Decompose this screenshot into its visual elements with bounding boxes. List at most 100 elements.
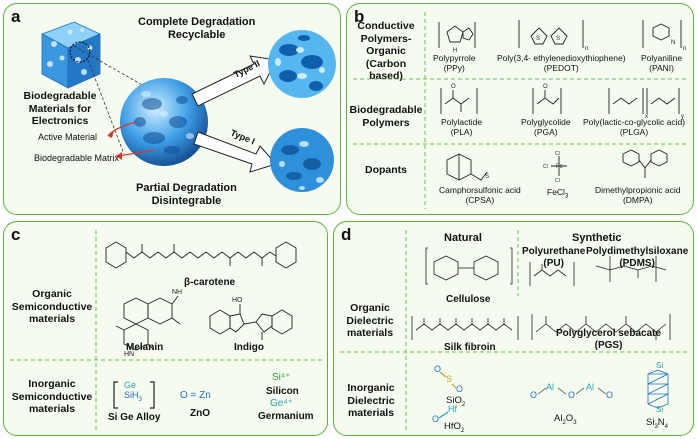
svg-text:HO: HO — [232, 297, 243, 304]
biodegradable-materials-title: Biodegradable Materials for Electronics — [23, 90, 97, 128]
svg-text:O: O — [543, 84, 548, 90]
degradation-illustration — [41, 21, 336, 192]
conductive-polymer-structures: H S S n N n — [438, 20, 686, 54]
dopants-header: Dopants — [365, 164, 407, 176]
indigo-structure-icon: HO — [209, 297, 293, 340]
panel-c: c Organic Semiconductive materials Inorg… — [3, 221, 328, 436]
inorganic-semiconductive-header: Inorganic Semiconductive materials — [11, 378, 93, 416]
svg-text:y: y — [681, 114, 684, 120]
polyurethane-name: Polyurethane(PU) — [522, 246, 586, 269]
panel-d-grid — [340, 230, 690, 430]
partial-degradation-sphere-icon — [270, 128, 334, 192]
svg-text:Si: Si — [656, 405, 663, 414]
svg-text:NH: NH — [172, 289, 182, 296]
svg-text:O: O — [451, 84, 456, 90]
svg-text:Fe: Fe — [556, 164, 564, 170]
plga-name: Poly(lactic-co-glycolic acid)(PLGA) — [583, 117, 686, 137]
svg-text:S: S — [556, 36, 560, 42]
dmpa-structure-icon — [622, 149, 668, 178]
pgs-structure-icon — [531, 314, 671, 340]
pla-structure-icon: O — [440, 84, 478, 114]
pdms-name: Polydimethylsiloxane(PDMS) — [586, 246, 689, 269]
organic-semiconductor-structures: NH HN HO — [105, 241, 297, 358]
pani-structure-icon: N n — [642, 20, 686, 52]
cpsa-structure-icon: S — [446, 153, 489, 181]
panel-b: b Conductive Polymers- Organic (Carbon b… — [346, 3, 694, 215]
panel-b-grid — [353, 12, 689, 209]
zno-formula: O = Zn — [180, 390, 211, 401]
svg-text:Si: Si — [656, 361, 663, 370]
svg-text:O: O — [434, 364, 441, 374]
svg-text:S: S — [446, 374, 452, 384]
organic-dielectric-header: Organic Dielectric materials — [346, 302, 394, 340]
pdms-structure-icon — [595, 256, 667, 282]
sio2-structure-icon: O S O — [434, 364, 463, 394]
svg-text:Cl: Cl — [555, 151, 560, 157]
svg-text:O: O — [606, 390, 613, 400]
panel-a: a — [3, 3, 341, 215]
silk-fibroin-structure-icon — [411, 316, 519, 340]
polyurethane-structure-icon — [529, 262, 575, 286]
panel-a-label: a — [11, 7, 21, 26]
svg-text:Cl: Cl — [543, 164, 548, 170]
ppy-structure-icon: H — [438, 22, 476, 54]
svg-text:S: S — [485, 174, 489, 180]
svg-text:HN: HN — [124, 351, 134, 358]
material-cube-icon — [41, 21, 101, 89]
ppy-name: Polypyrrole(PPy) — [433, 53, 476, 73]
dmpa-name: Dimethylpropionic acid(DMPA) — [595, 185, 681, 205]
melanin-name: Melanin — [126, 342, 164, 353]
panel-b-label: b — [354, 7, 365, 26]
svg-text:O: O — [568, 390, 575, 400]
cellulose-structure-icon — [425, 247, 513, 285]
plga-structure-icon: x y — [608, 88, 684, 120]
sige-bracket-icon — [113, 381, 155, 409]
natural-header: Natural — [444, 232, 482, 244]
al2o3-structure-icon: O Al O Al O — [530, 382, 613, 400]
main-sphere-icon — [120, 78, 208, 166]
svg-text:O: O — [530, 390, 537, 400]
complete-degradation-sphere-icon — [268, 30, 336, 98]
cpsa-name: Camphorsulfonic acid(CPSA) — [439, 185, 521, 205]
hfo2-formula: HfO2 — [444, 421, 465, 434]
svg-text:O: O — [432, 414, 439, 424]
sio2-formula: SiO2 — [446, 395, 466, 408]
active-material-label: Active Material — [38, 132, 98, 142]
svg-text:Al: Al — [586, 382, 594, 392]
germanium-name: Germanium — [258, 411, 314, 422]
svg-text:Al: Al — [546, 382, 554, 392]
si3n4-formula: Si3N4 — [646, 417, 669, 430]
melanin-structure-icon: NH HN — [115, 289, 182, 358]
pga-structure-icon: O — [532, 84, 562, 114]
inorganic-dielectric-header: Inorganic Dielectric materials — [347, 382, 395, 420]
svg-text:Hf: Hf — [448, 404, 457, 414]
ge-ion-symbol: Ge⁴⁺ — [270, 398, 293, 409]
svg-text:N: N — [671, 40, 675, 46]
inorganic-dielectric-structures: O S O O Hf O Al O Al O Si Si — [432, 361, 669, 424]
hfo2-structure-icon: O Hf — [432, 404, 457, 424]
pedot-name: Poly(3,4- ethylenedioxythiophene)(PEDOT) — [497, 53, 626, 73]
zno-name: ZnO — [190, 408, 210, 419]
biodegradable-polymer-structures: O O x y — [440, 84, 684, 120]
si3n4-structure-icon: Si Si — [647, 361, 669, 414]
panel-c-grid — [10, 230, 324, 430]
dopant-structures: S Fe Cl Cl Cl — [446, 149, 668, 184]
svg-text:n: n — [585, 46, 588, 52]
si-ge-alloy-name: Si Ge Alloy — [108, 412, 161, 423]
fecl3-name: FeCl3 — [547, 187, 569, 200]
fecl3-structure-icon: Fe Cl Cl Cl — [543, 151, 567, 184]
organic-semiconductive-header: Organic Semiconductive materials — [11, 288, 93, 326]
biodegradable-polymers-header: Biodegradable Polymers — [349, 104, 423, 129]
svg-text:S: S — [536, 36, 540, 42]
svg-text:O: O — [456, 384, 463, 394]
panel-c-label: c — [11, 225, 21, 244]
pgs-name: Polyglycerol sebacate(PGS) — [556, 328, 662, 351]
sige-ge-symbol: Ge — [124, 380, 137, 390]
svg-text:n: n — [683, 46, 686, 52]
cellulose-name: Cellulose — [446, 294, 491, 305]
pani-name: Polyaniline(PANI) — [641, 53, 683, 73]
svg-text:Cl: Cl — [555, 178, 560, 184]
svg-text:H: H — [453, 48, 457, 54]
